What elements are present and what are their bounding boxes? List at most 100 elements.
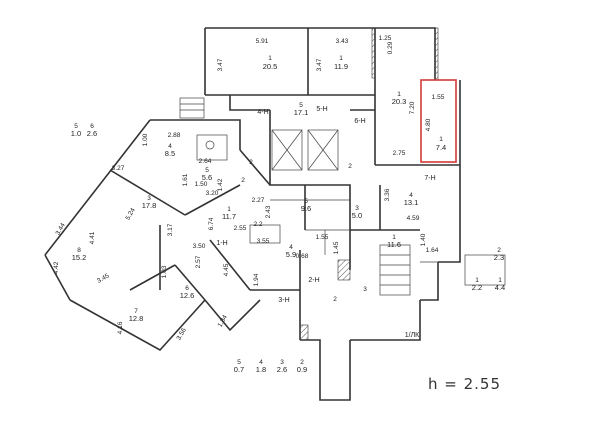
zone-5n: 5-Н <box>316 106 327 113</box>
legend-bottom-3-num: 2 <box>300 359 304 366</box>
ceiling-height-label: h = 2.55 <box>428 375 501 393</box>
room-2-dim-a: 3.43 <box>336 38 349 45</box>
room-12-area: 15.2 <box>72 253 87 262</box>
room-7-num: 1 <box>392 234 396 241</box>
room-13-num: 7 <box>134 308 138 315</box>
room-6-num: 4 <box>409 192 413 199</box>
room-11-num: 3 <box>147 195 151 202</box>
walls <box>44 27 461 401</box>
room-9-area: 9.6 <box>301 204 311 213</box>
room-12-num: 8 <box>77 247 81 254</box>
room-16-num: 5 <box>205 167 209 174</box>
room-18-area: 2.3 <box>494 253 504 262</box>
misc-dim-5: 1.45 <box>333 241 340 254</box>
legend-bottom-1-area: 1.8 <box>256 365 266 374</box>
misc-dim-4: 1.55 <box>316 234 329 241</box>
misc-dim-10: 1.03 <box>161 265 168 278</box>
room-18-num: 2 <box>497 247 501 254</box>
zone-2n: 2-Н <box>308 277 319 284</box>
room-3-num: 1 <box>397 91 401 98</box>
room-7-dim-b: 1.64 <box>426 247 439 254</box>
room-20-num: 1 <box>498 277 502 284</box>
misc-dim-16: 1.00 <box>142 133 149 146</box>
misc-dim-7: 1.94 <box>253 273 260 286</box>
room-10-num: 4 <box>289 244 293 251</box>
misc-dim-1: 2.27 <box>252 197 265 204</box>
room-5-num: 5 <box>299 102 303 109</box>
room-4-num: 1 <box>439 136 443 143</box>
room-16-area: 5.6 <box>202 173 212 182</box>
room-15-num: 4 <box>168 143 172 150</box>
legend-bottom-0-num: 5 <box>237 359 241 366</box>
misc-dim-19: 2 <box>333 296 337 303</box>
room-2-area: 11.9 <box>334 62 348 71</box>
misc-dimensions: 2.64 2.27 2.57 2.2 1.55 1.45 0.68 1.94 3… <box>142 133 367 303</box>
room-3-dim-b: 0.29 <box>387 41 394 54</box>
misc-dim-15: 2.43 <box>265 205 272 218</box>
zone-1n: 1-Н <box>216 240 227 247</box>
room-3-area: 20.3 <box>392 97 407 106</box>
room-19-num: 1 <box>475 277 479 284</box>
room-labels: 1 20.5 5.91 3.47 1 11.9 3.43 3.47 1 20.3… <box>53 35 505 341</box>
zone-3n: 3-Н <box>278 297 289 304</box>
room-3-dim-c: 7.20 <box>409 101 416 114</box>
room-17-dim-a: 6.74 <box>208 217 215 230</box>
misc-dim-12: 1.50 <box>195 181 208 188</box>
room-20-area: 4.4 <box>495 283 505 292</box>
room-6-dim-b: 4.59 <box>407 215 420 222</box>
misc-dim-18: 2 <box>241 177 245 184</box>
room-4-area: 7.4 <box>436 143 446 152</box>
room-4-dim-a: 1.55 <box>432 94 445 101</box>
room-12-dim-b: 4.41 <box>89 231 96 244</box>
misc-dim-14: 1.61 <box>182 173 189 186</box>
room-11-dim-b: 5.24 <box>125 207 138 222</box>
room-15-dim-a: 2.88 <box>168 132 181 139</box>
room-19-area: 2.2 <box>472 283 482 292</box>
zone-4n: 4-Н <box>257 109 268 116</box>
room-12-dim-d: 3.45 <box>96 272 111 285</box>
zone-1lk: 1/ЛК <box>405 332 420 339</box>
misc-dim-3: 2.2 <box>253 221 262 228</box>
room-17-area: 11.7 <box>222 212 236 221</box>
room-17-num: 1 <box>227 206 231 213</box>
room-13-area: 12.8 <box>129 314 144 323</box>
room-14-dim-b: 4.45 <box>223 263 230 276</box>
legend-bottom-1-num: 4 <box>259 359 263 366</box>
misc-dim-20: 3 <box>363 286 367 293</box>
room-2-dim-b: 3.47 <box>316 58 323 71</box>
misc-dim-6: 0.68 <box>296 253 309 260</box>
legend-bottom-3-area: 0.9 <box>297 365 307 374</box>
room-14-dim-a: 3.50 <box>193 243 206 250</box>
room-13-dim-a: 4.16 <box>117 321 124 334</box>
room-6-area: 13.1 <box>404 198 419 207</box>
misc-dim-13: 3.20 <box>206 190 219 197</box>
room-14-num: 6 <box>185 285 189 292</box>
legend-top-1-num: 6 <box>90 123 94 130</box>
interior-lines <box>179 27 506 341</box>
legend-bottom: 5 0.7 4 1.8 3 2.6 2 0.9 <box>234 359 307 374</box>
room-11-area: 17.8 <box>142 201 157 210</box>
room-9-num: 5 <box>304 198 308 205</box>
legend-top-1-area: 2.6 <box>87 129 97 138</box>
room-7-area: 11.6 <box>387 240 401 249</box>
zone-labels: 4-Н 5-Н 6-Н 7-Н 2-Н 3-Н 1-Н 1/ЛК <box>216 106 435 339</box>
room-5-area: 17.1 <box>294 108 309 117</box>
room-14-area: 12.6 <box>180 291 195 300</box>
misc-dim-2: 2.57 <box>195 255 202 268</box>
legend-top: 5 1.0 6 2.6 <box>71 123 97 138</box>
highlight-rect <box>420 79 457 163</box>
room-10-area: 5.9 <box>286 250 296 259</box>
room-4-dim-b: 4.80 <box>425 118 432 131</box>
room-1-area: 20.5 <box>263 62 278 71</box>
legend-top-0-area: 1.0 <box>71 129 81 138</box>
zone-6n: 6-Н <box>354 118 365 125</box>
misc-dim-9: 2.55 <box>234 225 247 232</box>
room-6-dim-a: 3.36 <box>384 188 391 201</box>
room-13-dim-b: 3.56 <box>176 327 189 342</box>
room-8-area: 5.0 <box>352 211 362 220</box>
room-15-area: 8.5 <box>165 149 175 158</box>
room-3-dim-a: 1.25 <box>379 35 392 42</box>
room-6-dim-c: 2.75 <box>393 150 406 157</box>
room-11-dim-c: 3.17 <box>167 223 174 236</box>
